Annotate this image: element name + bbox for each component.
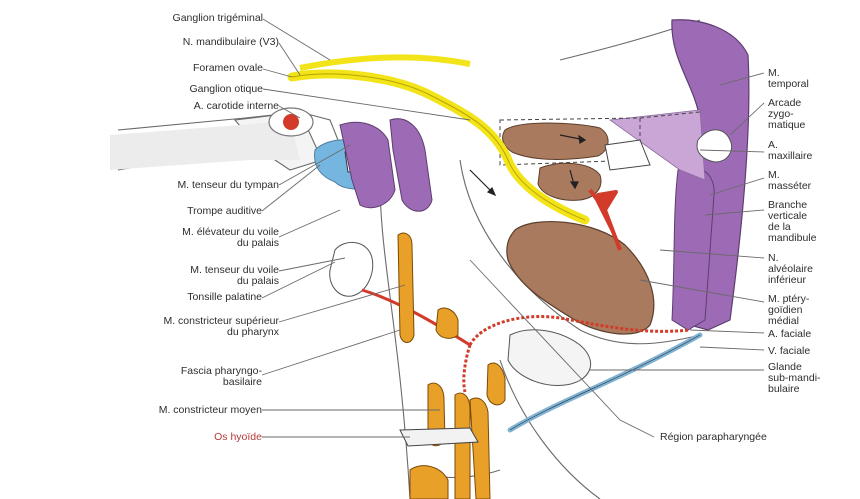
label-n-mandibulaire: N. mandibulaire (V3) [183, 37, 279, 48]
tonsil [330, 242, 373, 296]
label-region-parapharyngee: Région parapharyngée [660, 432, 767, 443]
label-m-constricteur-moyen: M. constricteur moyen [159, 405, 262, 416]
label-m-masseter-2: masséter [768, 181, 811, 192]
label-trompe-auditive: Trompe auditive [187, 206, 262, 217]
pharyngeal-muscles [398, 233, 505, 499]
facial-artery-descending [464, 345, 470, 392]
label-tonsille-palatine: Tonsille palatine [187, 292, 262, 303]
label-a-faciale: A. faciale [768, 329, 811, 340]
label-m-constricteur-sup-2: du pharynx [227, 327, 279, 338]
label-glande-3: bulaire [768, 384, 800, 395]
label-m-elevateur-2: du palais [237, 238, 279, 249]
label-os-hyoide: Os hyoïde [214, 432, 262, 443]
submandibular-gland [508, 330, 591, 386]
label-branche-4: mandibule [768, 233, 816, 244]
carotid-artery [269, 108, 313, 136]
label-ganglion-otique: Ganglion otique [189, 84, 263, 95]
label-m-tenseur-voile-2: du palais [237, 276, 279, 287]
label-fascia-2: basilaire [223, 377, 262, 388]
label-arcade-3: matique [768, 120, 805, 131]
label-m-temporal-2: temporal [768, 79, 809, 90]
brown-muscles [503, 123, 654, 334]
label-n-alveolaire-3: inférieur [768, 275, 806, 286]
label-v-faciale: V. faciale [768, 346, 810, 357]
label-a-maxillaire-2: maxillaire [768, 151, 812, 162]
label-m-pterygoidien-3: médial [768, 316, 799, 327]
label-foramen-ovale: Foramen ovale [193, 63, 263, 74]
label-ganglion-trigeminal: Ganglion trigéminal [173, 13, 263, 24]
label-m-tenseur-tympan: M. tenseur du tympan [177, 180, 279, 191]
label-a-carotide-interne: A. carotide interne [194, 101, 279, 112]
